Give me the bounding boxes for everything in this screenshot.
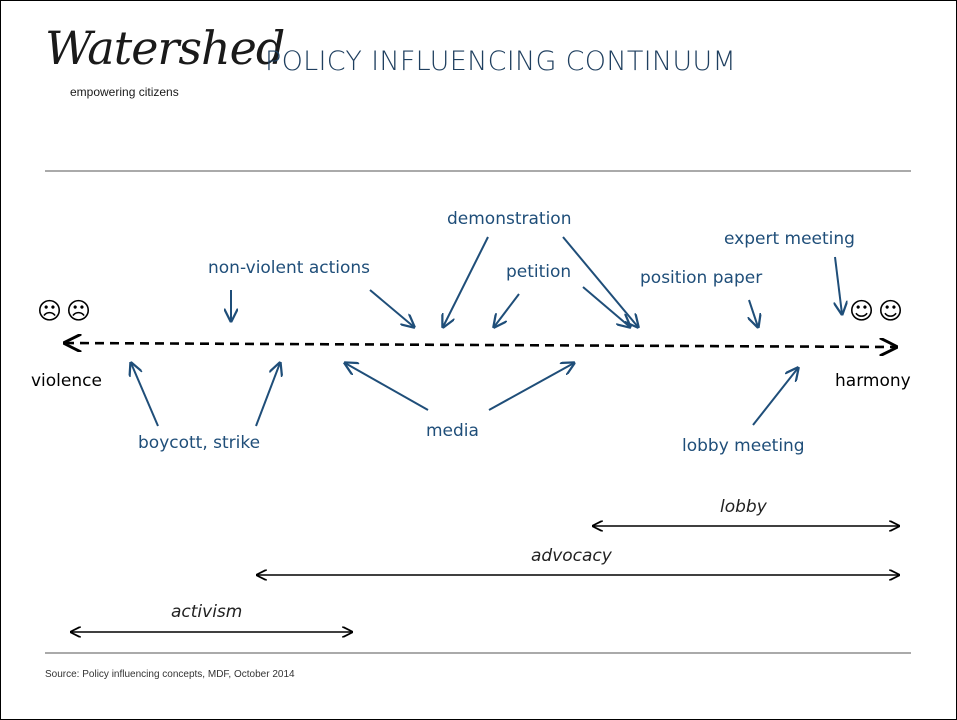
source-note: Source: Policy influencing concepts, MDF…	[45, 669, 295, 680]
activism-category-label: activism	[171, 602, 243, 622]
demonstration-arrow-right	[562, 236, 638, 327]
expert-meeting-label: expert meeting	[724, 229, 855, 249]
expert-meeting-arrow	[835, 256, 842, 314]
media-label: media	[426, 421, 479, 441]
demonstration-label: demonstration	[447, 209, 572, 229]
position-paper-arrow	[749, 299, 758, 327]
violence-label: violence	[31, 371, 102, 391]
sad-faces-icon: ☹☹	[37, 297, 96, 325]
petition-arrow-left	[494, 293, 520, 327]
boycott-arrow-right	[255, 363, 280, 427]
demonstration-arrow-left	[443, 236, 489, 327]
advocacy-category-label: advocacy	[531, 546, 612, 566]
lobby-category-label: lobby	[720, 497, 767, 517]
lobby-meeting-label: lobby meeting	[682, 436, 805, 456]
petition-label: petition	[506, 262, 572, 282]
non-violent-actions-arrow-2	[369, 289, 414, 327]
non-violent-actions-label: non-violent actions	[208, 258, 371, 278]
boycott-strike-label: boycott, strike	[138, 433, 261, 453]
happy-faces-icon: ☺☺	[849, 297, 908, 325]
lobby-meeting-arrow	[752, 368, 798, 426]
media-arrow-right	[488, 363, 574, 411]
continuum-line	[65, 343, 896, 347]
boycott-arrow-left	[131, 363, 159, 427]
logo-tagline: empowering citizens	[70, 85, 179, 99]
harmony-label: harmony	[835, 371, 911, 391]
position-paper-label: position paper	[640, 268, 763, 288]
watershed-logo: Watershed	[45, 21, 285, 75]
petition-arrow-right	[582, 286, 630, 327]
page-title: POLICY INFLUENCING CONTINUUM	[265, 46, 737, 77]
media-arrow-left	[345, 363, 429, 411]
